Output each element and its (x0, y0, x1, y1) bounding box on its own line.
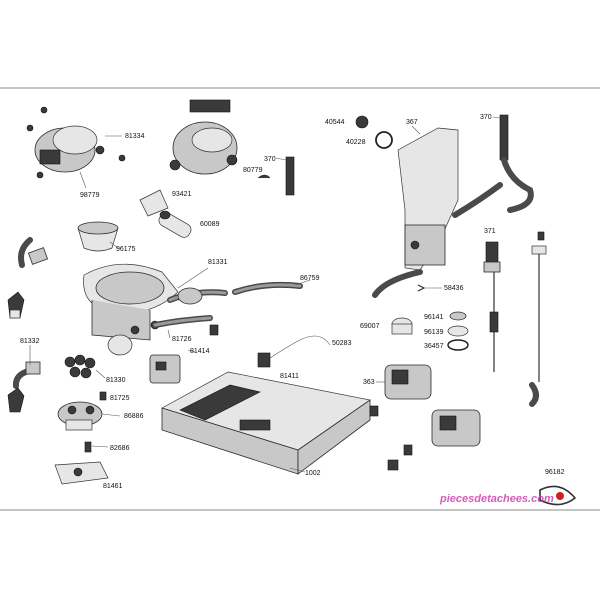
watermark-logo: piecesdetachees.com (439, 493, 554, 505)
label-96139: 96139 (424, 329, 444, 336)
label-363: 363 (363, 379, 375, 386)
label-82686: 82686 (110, 445, 130, 452)
drain-pump-part[interactable] (57, 401, 103, 431)
clip-part-center-1[interactable] (369, 405, 379, 417)
label-40544: 40544 (325, 119, 345, 126)
label-81411: 81411 (280, 373, 299, 380)
hose-clamp-96182[interactable] (539, 485, 577, 506)
filter-cup-part[interactable] (77, 221, 119, 252)
seal-set-part[interactable] (64, 354, 96, 379)
seal-ring-40228[interactable] (375, 131, 393, 149)
small-hose-93421[interactable] (139, 189, 169, 217)
sensor-rod-part[interactable] (529, 231, 547, 407)
float-plate-part[interactable] (54, 461, 109, 485)
label-81332: 81332 (20, 338, 40, 345)
label-96175: 96175 (116, 246, 136, 253)
label-69007: 69007 (360, 323, 380, 330)
dispenser-part-363[interactable] (384, 364, 481, 447)
label-50283: 50283 (332, 340, 352, 347)
filter-cylinder-part[interactable] (157, 210, 193, 239)
clip-part-center-2[interactable] (387, 444, 413, 471)
water-softener-panel-367[interactable] (397, 127, 459, 271)
heat-pump-part[interactable] (169, 99, 238, 175)
label-98779: 98779 (80, 192, 100, 199)
clamp-part-81725[interactable] (99, 391, 107, 401)
label-60089: 60089 (200, 221, 220, 228)
flex-hose-part[interactable] (152, 315, 213, 328)
inlet-valve-part[interactable] (483, 241, 501, 372)
label-96141: 96141 (424, 314, 444, 321)
watermark-text: piecesdetachees.com (439, 493, 554, 505)
label-81726: 81726 (172, 336, 192, 343)
part-96139[interactable] (447, 325, 469, 337)
base-frame-part[interactable] (161, 371, 371, 475)
label-81330: 81330 (106, 377, 126, 384)
wash-motor-part[interactable] (26, 106, 126, 179)
elbow-hose-81332[interactable] (12, 361, 41, 389)
seal-ring-36457[interactable] (447, 339, 469, 351)
part-96141[interactable] (449, 311, 467, 321)
label-370-right: 370 (480, 114, 492, 121)
label-58436: 58436 (444, 285, 464, 292)
spring-part-58436[interactable] (417, 284, 426, 292)
label-96182: 96182 (545, 469, 565, 476)
label-1002: 1002 (305, 470, 321, 477)
label-80779: 80779 (243, 167, 263, 174)
label-86759: 86759 (300, 275, 320, 282)
label-81414: 81414 (190, 348, 210, 355)
clamp-part-81414[interactable] (209, 324, 219, 336)
clip-part-left[interactable] (7, 291, 25, 319)
label-40228: 40228 (346, 139, 366, 146)
clip-part-80779[interactable] (257, 174, 271, 179)
sump-housing-part[interactable] (83, 263, 179, 356)
label-81334: 81334 (125, 133, 145, 140)
cap-part-40544[interactable] (355, 115, 369, 129)
label-81331: 81331 (208, 259, 228, 266)
label-93421: 93421 (172, 191, 192, 198)
hose-370-right[interactable] (372, 114, 534, 298)
label-81725: 81725 (110, 395, 130, 402)
drain-hose-part[interactable] (232, 281, 303, 295)
label-36457: 36457 (424, 343, 444, 350)
clip-part-left-2[interactable] (7, 387, 25, 413)
label-371: 371 (484, 228, 496, 235)
pressure-switch-part[interactable] (257, 335, 331, 368)
hose-370-center[interactable] (285, 156, 295, 196)
label-367: 367 (406, 119, 418, 126)
label-86886: 86886 (124, 413, 144, 420)
cap-part-69007[interactable] (391, 317, 413, 335)
valve-block-part[interactable] (149, 354, 181, 384)
sump-hose-part[interactable] (167, 287, 228, 305)
elbow-hose-part[interactable] (18, 237, 49, 268)
sensor-part-82686[interactable] (84, 441, 92, 453)
label-81461: 81461 (103, 483, 123, 490)
label-370-center: 370 (264, 156, 276, 163)
